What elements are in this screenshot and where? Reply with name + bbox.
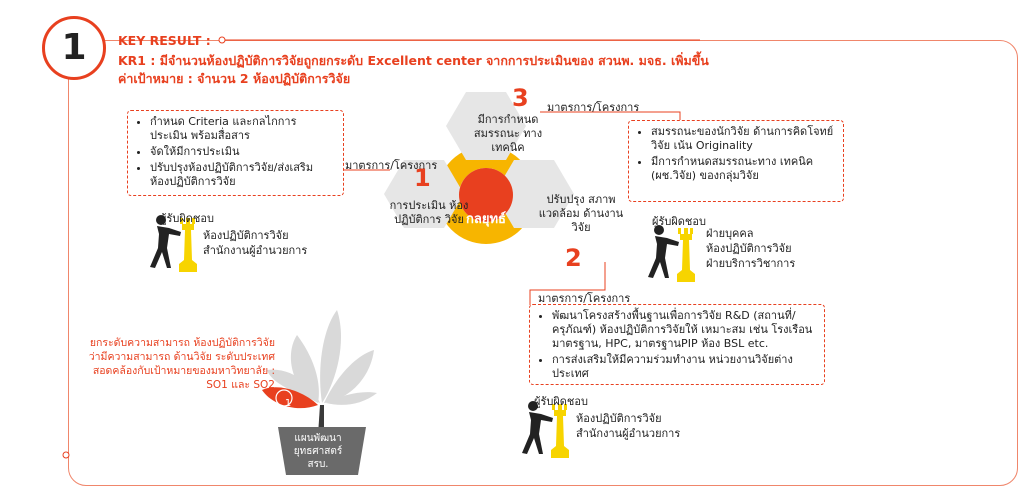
measure-label-2: มาตรการ/โครงการ — [538, 292, 631, 305]
measure-label-1: มาตรการ/โครงการ — [345, 159, 438, 172]
box1-item: กำหนด Criteria และกลไกการ ประเมิน พร้อมส… — [150, 115, 335, 143]
orange-leaf — [262, 387, 318, 409]
target-text: ค่าเป้าหมาย : จำนวน 2 ห้องปฏิบัติการวิจั… — [118, 71, 351, 86]
responsible-label-1: ผู้รับผิดชอบ — [160, 212, 214, 225]
hexagon-2-text: ปรับปรุง สภาพแวดล้อม ด้านงานวิจัย — [538, 193, 624, 234]
plant-illustration — [262, 310, 377, 475]
measures-box-2: พัฒนาโครงสร้างพื้นฐานเพื่อการวิจัย R&D (… — [529, 304, 825, 385]
key-result-label: KEY RESULT : — [118, 33, 211, 48]
box1-item: ปรับปรุงห้องปฏิบัติการวิจัย/ส่งเสริม ห้อ… — [150, 161, 335, 189]
responsible-3-line: ฝ่ายบุคคล — [706, 227, 754, 240]
person-pushing-chess-icon — [522, 401, 569, 458]
responsible-2: ห้องปฏิบัติการวิจัย สำนักงานผู้อำนวยการ — [576, 411, 680, 441]
measure-label-3: มาตรการ/โครงการ — [547, 101, 640, 114]
hexagon-3-text: มีการกำหนด สมรรถนะ ทางเทคนิค — [473, 113, 543, 154]
kr1-text: KR1 : มีจำนวนห้องปฏิบัติการวิจัยถูกยกระด… — [118, 53, 709, 68]
measures-box-1: กำหนด Criteria และกลไกการ ประเมิน พร้อมส… — [127, 110, 344, 196]
strategy-number-3: 3 — [512, 84, 529, 112]
hexagon-1-text: การประเมิน ห้องปฏิบัติการ วิจัย — [389, 199, 469, 226]
responsible-2-line: สำนักงานผู้อำนวยการ — [576, 427, 681, 440]
strategy-number-2: 2 — [565, 244, 582, 272]
center-circle — [459, 168, 513, 222]
hexagon-1 — [384, 160, 464, 228]
responsible-1: ห้องปฏิบัติการวิจัย สำนักงานผู้อำนวยการ — [203, 228, 307, 258]
box2-item: การส่งเสริมให้มีความร่วมทำงาน หน่วยงานวิ… — [552, 353, 816, 381]
strategy-hexagon-graphic — [384, 92, 574, 244]
hexagon-3 — [446, 92, 526, 160]
box3-item: สมรรถนะของนักวิจัย ด้านการคิดโจทย์วิจัย … — [651, 125, 835, 153]
responsible-3-line: ห้องปฏิบัติการวิจัย — [706, 242, 792, 255]
box2-item: พัฒนาโครงสร้างพื้นฐานเพื่อการวิจัย R&D (… — [552, 309, 816, 351]
responsible-1-line: ห้องปฏิบัติการวิจัย — [203, 229, 289, 242]
responsible-1-line: สำนักงานผู้อำนวยการ — [203, 244, 308, 257]
responsible-label-2: ผู้รับผิดชอบ — [534, 395, 588, 408]
responsible-label-3: ผู้รับผิดชอบ — [652, 215, 706, 228]
leaf-description: ยกระดับความสามารถ ห้องปฏิบัติการวิจัย ว่… — [88, 337, 275, 391]
responsible-3-line: ฝ่ายบริการวิชาการ — [706, 257, 796, 270]
person-pushing-chess-icon — [648, 225, 695, 282]
section-number-badge: 1 — [42, 16, 106, 80]
responsible-2-line: ห้องปฏิบัติการวิจัย — [576, 412, 662, 425]
hexagon-2 — [494, 160, 574, 228]
strategy-number-1: 1 — [414, 164, 431, 192]
box1-item: จัดให้มีการประเมิน — [150, 145, 335, 159]
box3-item: มีการกำหนดสมรรถนะทาง เทคนิค (ผช.วิจัย) ข… — [651, 155, 835, 183]
person-pushing-chess-icon — [150, 215, 197, 272]
center-label: กลยุทธ์ — [466, 212, 506, 227]
measures-box-3: สมรรถนะของนักวิจัย ด้านการคิดโจทย์วิจัย … — [628, 120, 844, 202]
pot-text: แผนพัฒนา ยุทธศาสตร์ สรบ. — [293, 433, 343, 470]
leaf-number: 1 — [284, 398, 292, 409]
responsible-3: ฝ่ายบุคคล ห้องปฏิบัติการวิจัย ฝ่ายบริการ… — [706, 226, 795, 271]
